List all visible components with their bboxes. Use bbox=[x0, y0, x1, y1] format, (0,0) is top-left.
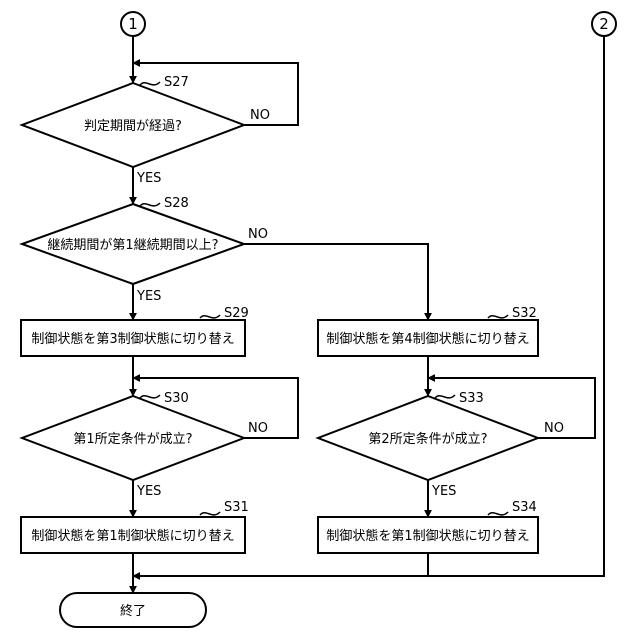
terminal-end: 終了 bbox=[60, 593, 206, 627]
branch-label-s30-no: NO bbox=[248, 421, 268, 436]
step-label-s34: S34 bbox=[488, 500, 537, 515]
svg-text:2: 2 bbox=[599, 15, 609, 33]
process-s29: 制御状態を第3制御状態に切り替え bbox=[21, 320, 245, 356]
svg-text:制御状態を第1制御状態に切り替え: 制御状態を第1制御状態に切り替え bbox=[326, 528, 529, 544]
svg-text:S31: S31 bbox=[224, 500, 249, 515]
svg-text:S30: S30 bbox=[164, 391, 189, 406]
svg-text:終了: 終了 bbox=[120, 603, 146, 619]
decision-s33: 第2所定条件が成立? bbox=[318, 396, 538, 480]
decision-s27: 判定期間が経過? bbox=[22, 83, 244, 167]
svg-text:S29: S29 bbox=[224, 306, 249, 321]
svg-text:判定期間が経過?: 判定期間が経過? bbox=[84, 119, 182, 134]
branch-label-s28-yes: YES bbox=[136, 289, 161, 304]
process-s34: 制御状態を第1制御状態に切り替え bbox=[318, 517, 538, 553]
branch-label-s30-yes: YES bbox=[136, 484, 161, 499]
svg-text:S32: S32 bbox=[512, 306, 537, 321]
connector-1: 1 bbox=[121, 12, 145, 36]
decision-s28: 継続期間が第1継続期間以上? bbox=[22, 204, 244, 284]
process-s32: 制御状態を第4制御状態に切り替え bbox=[318, 320, 538, 356]
flow-line-s28-no bbox=[244, 244, 428, 320]
process-s31: 制御状態を第1制御状態に切り替え bbox=[21, 517, 245, 553]
svg-text:S33: S33 bbox=[459, 391, 484, 406]
step-label-s32: S32 bbox=[488, 306, 537, 321]
step-label-s29: S29 bbox=[200, 306, 249, 321]
connector-2: 2 bbox=[592, 12, 616, 36]
svg-text:第2所定条件が成立?: 第2所定条件が成立? bbox=[368, 431, 487, 447]
decision-s30: 第1所定条件が成立? bbox=[22, 396, 244, 480]
branch-label-s33-yes: YES bbox=[431, 484, 456, 499]
branch-label-s27-no: NO bbox=[250, 108, 270, 123]
svg-text:S27: S27 bbox=[164, 75, 189, 90]
step-label-s31: S31 bbox=[200, 500, 249, 515]
branch-label-s27-yes: YES bbox=[136, 171, 161, 186]
svg-text:継続期間が第1継続期間以上?: 継続期間が第1継続期間以上? bbox=[47, 238, 218, 253]
svg-text:制御状態を第3制御状態に切り替え: 制御状態を第3制御状態に切り替え bbox=[31, 331, 234, 347]
branch-label-s33-no: NO bbox=[544, 421, 564, 436]
branch-label-s28-no: NO bbox=[248, 227, 268, 242]
svg-text:第1所定条件が成立?: 第1所定条件が成立? bbox=[73, 431, 192, 447]
svg-text:S34: S34 bbox=[512, 500, 537, 515]
svg-text:1: 1 bbox=[128, 15, 138, 33]
svg-text:S28: S28 bbox=[164, 196, 189, 211]
svg-text:制御状態を第1制御状態に切り替え: 制御状態を第1制御状態に切り替え bbox=[31, 528, 234, 544]
svg-text:制御状態を第4制御状態に切り替え: 制御状態を第4制御状態に切り替え bbox=[326, 331, 529, 347]
